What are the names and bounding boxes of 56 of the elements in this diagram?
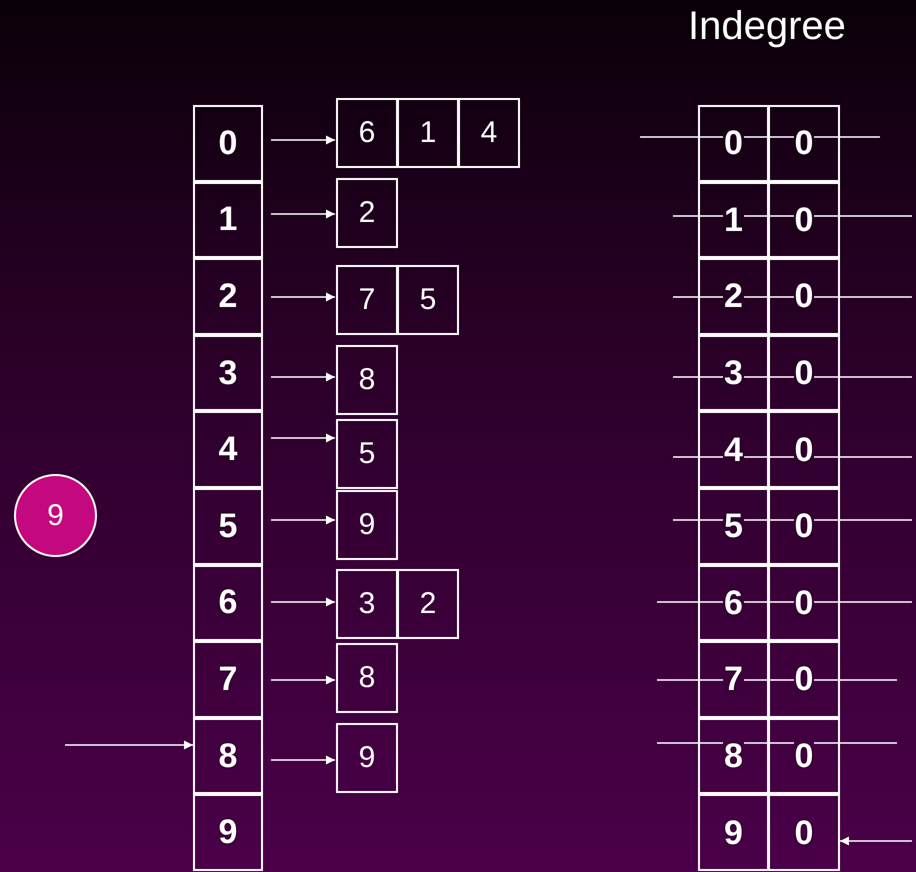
indegree-cell: [768, 488, 840, 565]
list-item: 9: [336, 490, 398, 560]
arrow: [271, 372, 335, 382]
vertex-cell: [698, 564, 769, 642]
index-cell: 3: [193, 334, 263, 412]
indegree-cell: [768, 334, 840, 412]
list-item: 9: [336, 723, 398, 793]
vertex-cell: [698, 718, 769, 794]
index-cell: 0: [193, 105, 263, 182]
counter-circle: 9: [14, 474, 97, 557]
arrow: [271, 210, 335, 218]
arrow: [840, 836, 912, 846]
list-item: 8: [336, 345, 398, 415]
arrow: [271, 598, 335, 606]
list-item: 5: [336, 419, 398, 489]
indegree-cell: [768, 258, 840, 335]
list-item: 2: [336, 178, 398, 248]
indegree-cell: [768, 411, 840, 488]
vertex-cell: [698, 641, 769, 718]
vertex-cell: [698, 182, 769, 258]
arrow: [271, 434, 335, 442]
vertex-cell: [698, 334, 769, 412]
index-cell: 1: [193, 182, 263, 258]
list-item: 8: [336, 643, 398, 713]
arrow: [271, 136, 335, 144]
index-cell: 8: [193, 718, 263, 794]
index-cell: 5: [193, 488, 263, 565]
column-heading: Indegree: [688, 4, 846, 49]
indegree-cell: [768, 182, 840, 258]
index-cell: 2: [193, 258, 263, 335]
arrow: [271, 292, 335, 302]
list-item: 2: [397, 569, 459, 639]
vertex-cell: [698, 794, 769, 871]
arrow: [271, 516, 335, 524]
arrow: [271, 676, 335, 684]
vertex-cell: [698, 411, 769, 488]
indegree-cell: [768, 105, 840, 182]
indegree-cell: [768, 564, 840, 642]
vertex-cell: [698, 258, 769, 335]
list-item: 7: [336, 265, 398, 335]
indegree-cell: [768, 718, 840, 794]
list-item: 6: [336, 98, 398, 168]
index-cell: 6: [193, 564, 263, 642]
arrow: [65, 740, 193, 750]
list-item: 5: [397, 265, 459, 335]
index-cell: 9: [193, 794, 263, 871]
vertex-cell: [698, 105, 769, 182]
list-item: 4: [458, 98, 520, 168]
list-item: 1: [397, 98, 459, 168]
index-cell: 4: [193, 411, 263, 488]
arrow: [271, 756, 335, 764]
indegree-cell: [768, 641, 840, 718]
indegree-cell: [768, 794, 840, 871]
vertex-cell: [698, 488, 769, 565]
index-cell: 7: [193, 641, 263, 718]
list-item: 3: [336, 569, 398, 639]
